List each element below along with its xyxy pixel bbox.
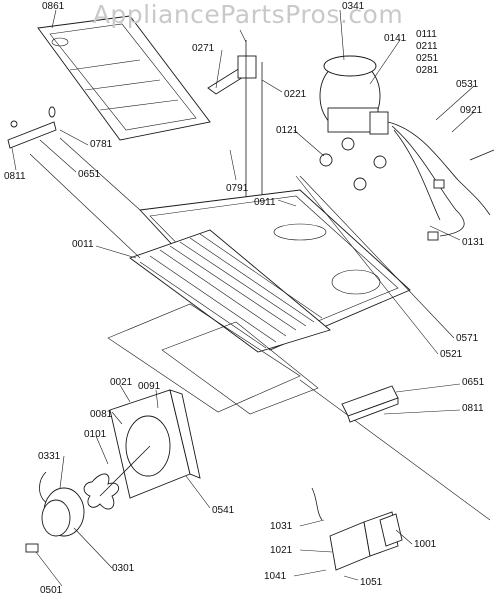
- callout-1051: 1051: [360, 577, 383, 588]
- callout-0531: 0531: [456, 79, 479, 90]
- callout-0811-bottom: 0811: [462, 403, 484, 414]
- callout-0781: 0781: [90, 139, 113, 150]
- callout-0251: 0251: [416, 53, 439, 64]
- callout-0271: 0271: [192, 43, 215, 54]
- top-cover-plate: [37, 15, 211, 141]
- callout-0281: 0281: [416, 65, 439, 76]
- fan-shroud: [109, 389, 201, 499]
- fan-motor-assembly: [25, 445, 151, 553]
- base-pan-condenser: [129, 189, 411, 353]
- callout-leaders: [11, 9, 475, 587]
- callout-0331: 0331: [38, 451, 61, 462]
- callout-1001: 1001: [414, 539, 437, 550]
- callout-0081: 0081: [90, 409, 113, 420]
- callout-0131: 0131: [462, 237, 485, 248]
- side-bracket-bottom: [341, 385, 399, 423]
- callout-0921: 0921: [460, 105, 483, 116]
- callout-0011: 0011: [72, 239, 94, 250]
- callout-0121: 0121: [276, 125, 299, 136]
- wiring-harness: [387, 121, 495, 241]
- callout-0501: 0501: [40, 585, 63, 596]
- callout-0541: 0541: [212, 505, 235, 516]
- callout-0211: 0211: [416, 41, 438, 52]
- callout-0791: 0791: [226, 183, 249, 194]
- callout-1021: 1021: [270, 545, 293, 556]
- compressor: [319, 55, 389, 191]
- callout-0911: 0911: [254, 197, 276, 208]
- callout-0341: 0341: [342, 1, 365, 12]
- callout-0101: 0101: [84, 429, 107, 440]
- callout-1031: 1031: [270, 521, 293, 532]
- outline-lines: [29, 137, 491, 521]
- callout-0141: 0141: [384, 33, 407, 44]
- callout-0091: 0091: [138, 381, 161, 392]
- callout-0651-bottom: 0651: [462, 377, 485, 388]
- callout-0521: 0521: [440, 349, 463, 360]
- callout-1041: 1041: [264, 571, 287, 582]
- callout-0021: 0021: [110, 377, 133, 388]
- watermark-text: AppliancePartsPros.com: [92, 0, 404, 29]
- callout-0301: 0301: [112, 563, 135, 574]
- callout-0571: 0571: [456, 333, 479, 344]
- callout-0111: 0111: [416, 29, 437, 40]
- callout-0651-top: 0651: [78, 169, 101, 180]
- mounting-bracket: [311, 487, 403, 571]
- side-bracket-top: [7, 106, 57, 149]
- callout-0811-top: 0811: [4, 171, 26, 182]
- callout-0221: 0221: [284, 89, 307, 100]
- callout-0861: 0861: [42, 1, 65, 12]
